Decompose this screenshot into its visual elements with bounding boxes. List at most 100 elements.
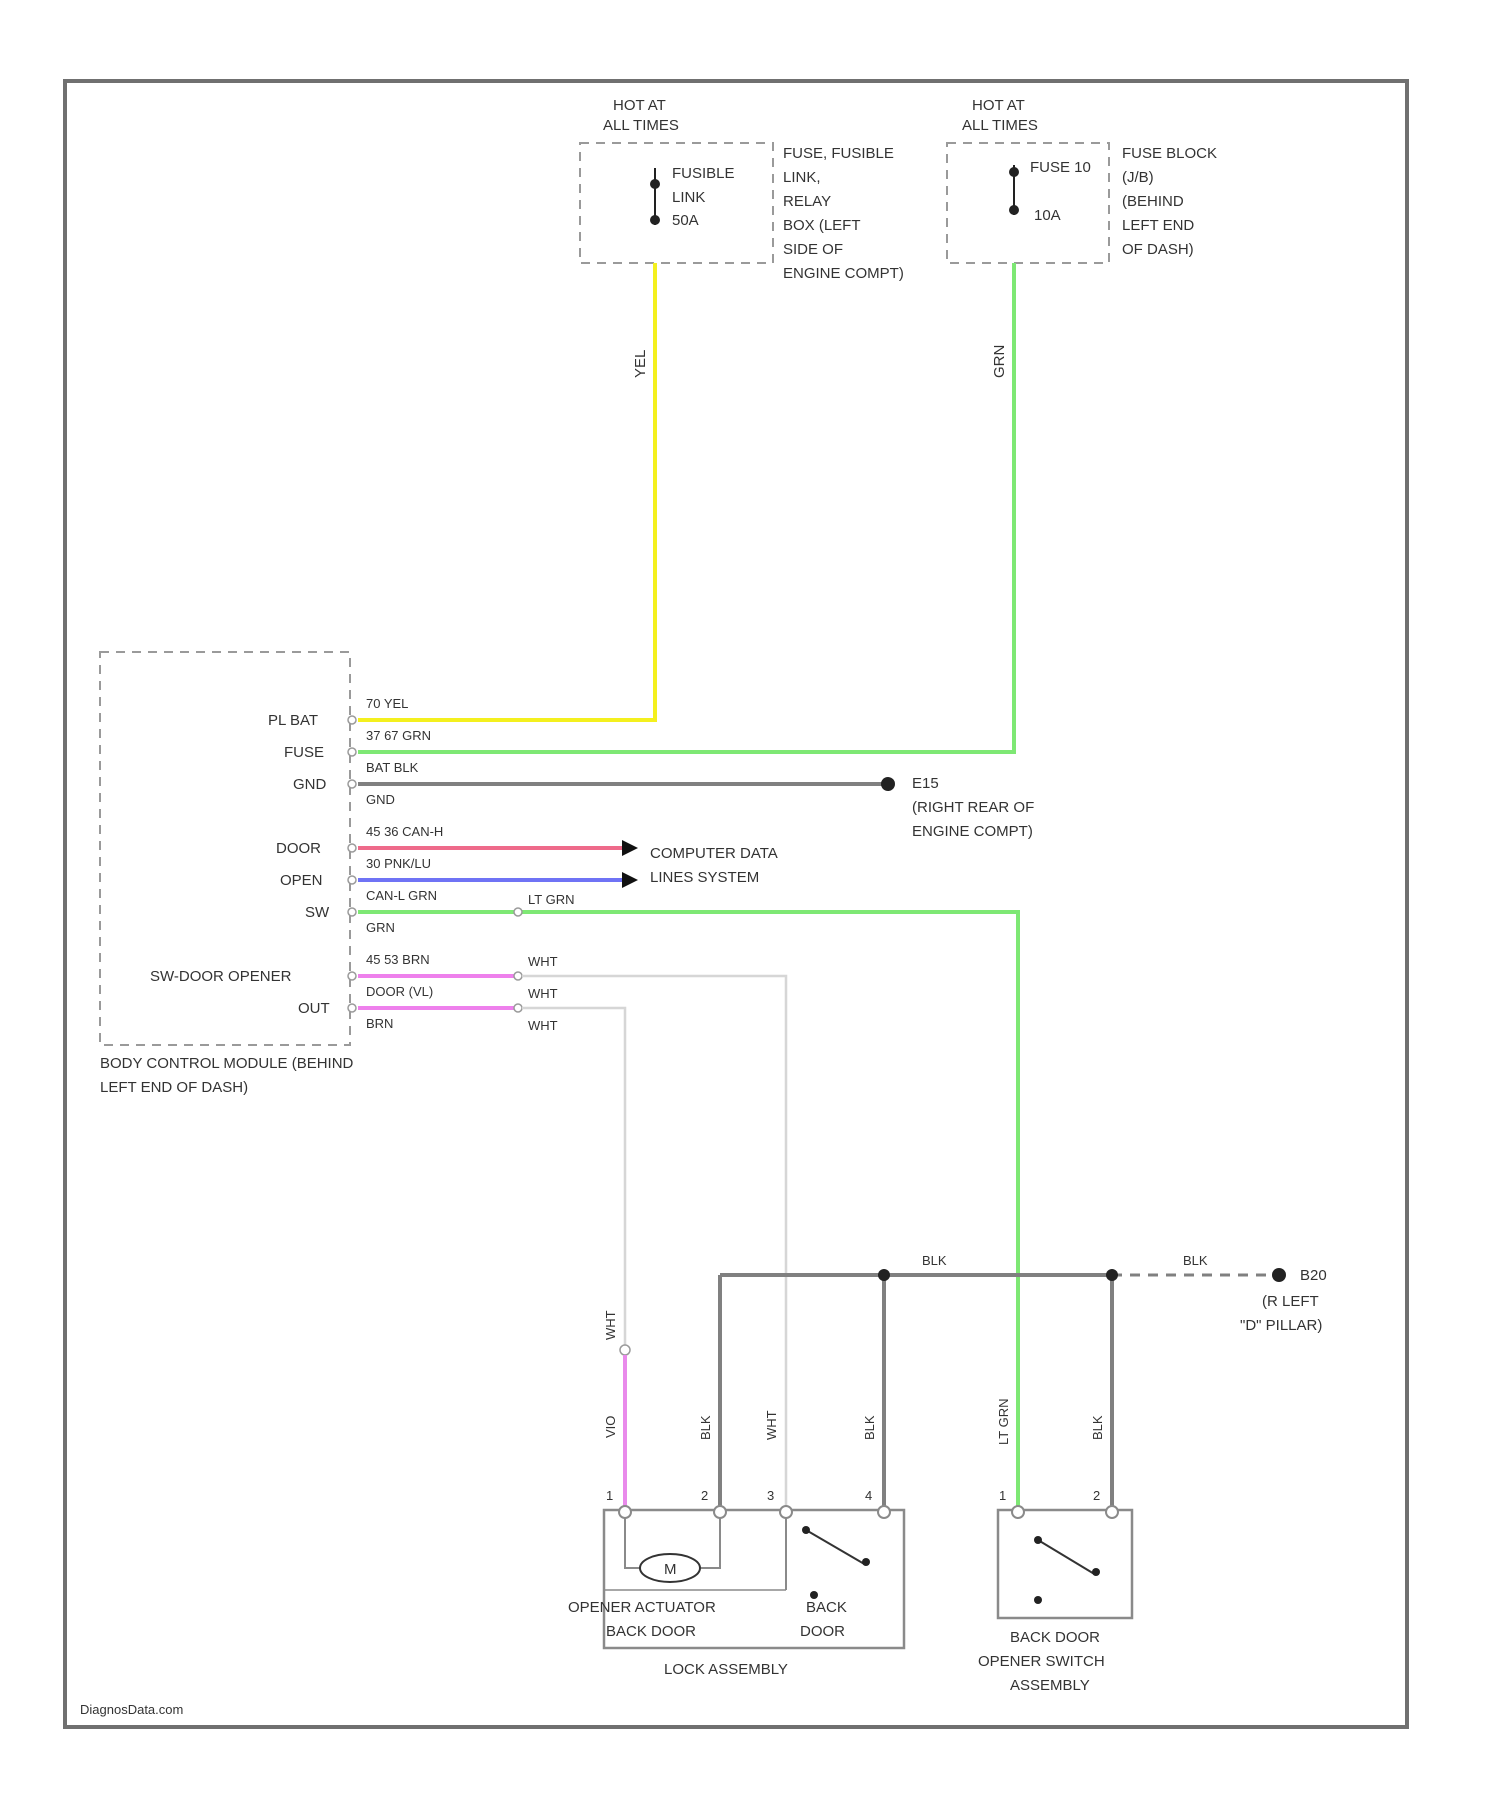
opener-switch-label-2: OPENER SWITCH bbox=[978, 1653, 1105, 1670]
bcm-name-line-1: BODY CONTROL MODULE (BEHIND bbox=[100, 1055, 354, 1072]
opener-switch-contact bbox=[1038, 1540, 1096, 1575]
row-text-10: DOOR (VL) bbox=[366, 984, 433, 999]
lock-terminals bbox=[619, 1506, 890, 1518]
fusible-loc-6: ENGINE COMPT) bbox=[783, 265, 904, 282]
blk-splice-2 bbox=[1106, 1269, 1118, 1281]
motor-loop bbox=[625, 1518, 640, 1568]
fusible-loc-4: BOX (LEFT bbox=[783, 217, 861, 234]
row-text-5: 45 36 CAN-H bbox=[366, 824, 443, 839]
opener-switch-label-3: ASSEMBLY bbox=[1010, 1677, 1090, 1694]
opener-switch-lower bbox=[1034, 1596, 1042, 1604]
pin-num-6: 2 bbox=[1093, 1488, 1100, 1503]
fusible-loc-3: RELAY bbox=[783, 193, 831, 210]
row-text-8: GRN bbox=[366, 920, 395, 935]
wht-vert-label-2: WHT bbox=[764, 1410, 779, 1440]
fuse-10-rating: 10A bbox=[1034, 207, 1061, 224]
actuator-label-1: OPENER ACTUATOR bbox=[568, 1599, 716, 1616]
fuse-terminal-bottom bbox=[1009, 205, 1019, 215]
fusible-link-terminal-top bbox=[650, 179, 660, 189]
blk-bus-label-1: BLK bbox=[922, 1253, 947, 1268]
bcm-pin-gnd: GND bbox=[293, 776, 327, 793]
hot-at-label-1: HOT AT bbox=[613, 97, 666, 114]
footer-watermark: DiagnosData.com bbox=[80, 1702, 183, 1717]
grn-wire-label: GRN bbox=[991, 345, 1008, 378]
row-text-11: BRN bbox=[366, 1016, 393, 1031]
row-text-9: 45 53 BRN bbox=[366, 952, 430, 967]
opener-switch-box bbox=[998, 1510, 1132, 1618]
data-lines-label-1: COMPUTER DATA bbox=[650, 845, 778, 862]
bcm-row-annotations: 70 YEL 37 67 GRN BAT BLK GND 45 36 CAN-H… bbox=[366, 696, 443, 1031]
wht-label-2: WHT bbox=[528, 986, 558, 1001]
row-text-2: 37 67 GRN bbox=[366, 728, 431, 743]
back-door-label-1: BACK bbox=[806, 1599, 847, 1616]
ground-b20-loc-1: (R LEFT bbox=[1262, 1293, 1319, 1310]
pin-num-4: 4 bbox=[865, 1488, 872, 1503]
lt-grn-label-top: LT GRN bbox=[528, 892, 574, 907]
ground-b20-id: B20 bbox=[1300, 1267, 1327, 1284]
grn-wire bbox=[358, 263, 1014, 752]
wht-vio-splice bbox=[620, 1345, 630, 1355]
row-text-1: 70 YEL bbox=[366, 696, 408, 711]
fuse-loc-5: OF DASH) bbox=[1122, 241, 1194, 258]
bcm-pin-open: OPEN bbox=[280, 872, 323, 889]
back-door-switch-contact bbox=[806, 1530, 866, 1565]
wht-label-3: WHT bbox=[528, 1018, 558, 1033]
hot-at-label-2: HOT AT bbox=[972, 97, 1025, 114]
ground-e15-point bbox=[881, 777, 895, 791]
opener-switch-label-1: BACK DOOR bbox=[1010, 1629, 1100, 1646]
back-door-label-2: DOOR bbox=[800, 1623, 845, 1640]
data-lines-label-2: LINES SYSTEM bbox=[650, 869, 759, 886]
fusible-link-location: FUSE, FUSIBLE LINK, RELAY BOX (LEFT SIDE… bbox=[783, 145, 904, 282]
lt-grn-splice bbox=[514, 908, 522, 916]
pin-num-3: 3 bbox=[767, 1488, 774, 1503]
diagram-frame bbox=[65, 81, 1407, 1727]
fusible-link-terminal-bottom bbox=[650, 215, 660, 225]
pin-num-5: 1 bbox=[999, 1488, 1006, 1503]
opener-switch-point bbox=[1092, 1568, 1100, 1576]
bcm-pin-fuse: FUSE bbox=[284, 744, 324, 761]
brn-splice-2 bbox=[514, 1004, 522, 1012]
can-h-arrow bbox=[622, 840, 638, 856]
fusible-link-label-1: FUSIBLE bbox=[672, 165, 735, 182]
row-text-4: GND bbox=[366, 792, 395, 807]
wht-vert-label-1: WHT bbox=[603, 1310, 618, 1340]
fuse-loc-1: FUSE BLOCK bbox=[1122, 145, 1217, 162]
fusible-link-rating: 50A bbox=[672, 212, 699, 229]
blk-vert-label-2: BLK bbox=[862, 1415, 877, 1440]
row-text-3: BAT BLK bbox=[366, 760, 419, 775]
back-door-switch-lower bbox=[810, 1591, 818, 1599]
ground-b20-point bbox=[1272, 1268, 1286, 1282]
yel-wire-label: YEL bbox=[632, 350, 649, 378]
wht-wire-a bbox=[522, 976, 786, 1510]
fusible-link-label-2: LINK bbox=[672, 189, 705, 206]
ground-b20-loc-2: "D" PILLAR) bbox=[1240, 1317, 1322, 1334]
actuator-label-2: BACK DOOR bbox=[606, 1623, 696, 1640]
bcm-pin-door: DOOR bbox=[276, 840, 321, 857]
fuse-loc-3: (BEHIND bbox=[1122, 193, 1184, 210]
ground-e15-id: E15 bbox=[912, 775, 939, 792]
ground-e15-loc-2: ENGINE COMPT) bbox=[912, 823, 1033, 840]
bcm-name-line-2: LEFT END OF DASH) bbox=[100, 1079, 248, 1096]
can-l-arrow bbox=[622, 872, 638, 888]
fusible-loc-1: FUSE, FUSIBLE bbox=[783, 145, 894, 162]
vio-vert-label: VIO bbox=[603, 1416, 618, 1438]
fuse-block-location: FUSE BLOCK (J/B) (BEHIND LEFT END OF DAS… bbox=[1122, 145, 1217, 258]
wht-label-1: WHT bbox=[528, 954, 558, 969]
fuse-loc-2: (J/B) bbox=[1122, 169, 1154, 186]
row-text-6: 30 PNK/LU bbox=[366, 856, 431, 871]
fuse-terminal-top bbox=[1009, 167, 1019, 177]
back-door-switch-pivot bbox=[802, 1526, 810, 1534]
blk-splice-1 bbox=[878, 1269, 890, 1281]
row-text-7: CAN-L GRN bbox=[366, 888, 437, 903]
bcm-pin-sw-door-opener: SW-DOOR OPENER bbox=[150, 968, 292, 985]
fusible-loc-2: LINK, bbox=[783, 169, 821, 186]
brn-splice-1 bbox=[514, 972, 522, 980]
switch-terminals bbox=[1012, 1506, 1118, 1518]
yel-wire bbox=[358, 263, 655, 720]
ground-e15-loc-1: (RIGHT REAR OF bbox=[912, 799, 1034, 816]
back-door-switch-point bbox=[862, 1558, 870, 1566]
bcm-pin-out: OUT bbox=[298, 1000, 330, 1017]
bcm-pin-labels: PL BAT FUSE GND DOOR OPEN SW SW-DOOR OPE… bbox=[150, 712, 330, 1017]
opener-switch-pivot bbox=[1034, 1536, 1042, 1544]
